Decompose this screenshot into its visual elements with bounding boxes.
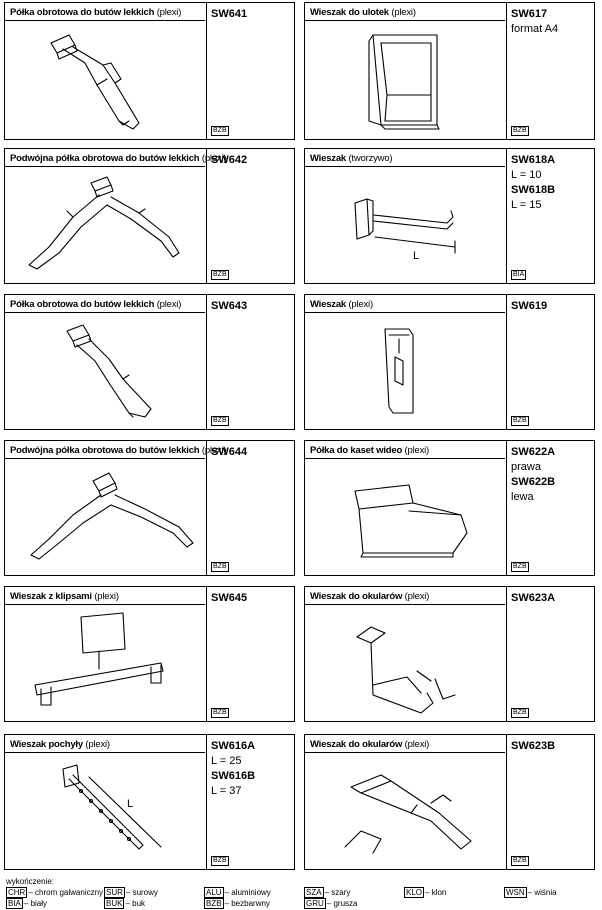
product-code: SW623A xyxy=(511,592,556,604)
finish-badge: BZB xyxy=(511,708,529,718)
shoe-shelf-illustration xyxy=(50,34,140,130)
product-card-sw619: Wieszak (plexi) SW619 BZB xyxy=(304,294,595,430)
shoe-shelf-illustration xyxy=(66,324,152,418)
clip-hanger-illustration xyxy=(34,612,164,706)
hook-illustration: L xyxy=(354,198,456,262)
legend-item-sza: SZA– szary xyxy=(304,887,351,898)
product-title: Podwójna półka obrotowa do butów lekkich… xyxy=(10,153,227,164)
product-code: SW643 xyxy=(211,300,248,312)
product-card-sw645: Wieszak z klipsami (plexi) SW645 BZB xyxy=(4,586,295,722)
finish-badge: BZB xyxy=(211,708,229,718)
video-shelf-illustration xyxy=(354,484,468,558)
product-card-sw643: Półka obrotowa do butów lekkich (plexi) … xyxy=(4,294,295,430)
product-title: Półka do kaset wideo (plexi) xyxy=(310,445,430,456)
product-title: Podwójna półka obrotowa do butów lekkich… xyxy=(10,445,227,456)
finish-badge: BIA xyxy=(511,270,527,280)
product-title: Wieszak do okularów (plexi) xyxy=(310,739,430,750)
slanted-hanger-illustration: L xyxy=(62,764,162,850)
product-code: SW619 xyxy=(511,300,548,312)
legend-item-wsn: WSN– wiśnia xyxy=(504,887,557,898)
double-shoe-shelf-illustration xyxy=(28,176,180,270)
product-code: SW641 xyxy=(211,8,248,20)
legend-item-sur: SUR– surowy xyxy=(104,887,158,898)
legend-item-bia: BIA– biały xyxy=(6,898,48,909)
product-card-sw644: Podwójna półka obrotowa do butów lekkich… xyxy=(4,440,295,576)
legend-item-bzb: BZB– bezbarwny xyxy=(204,898,270,909)
product-title: Półka obrotowa do butów lekkich (plexi) xyxy=(10,7,182,18)
finish-badge: BZB xyxy=(211,126,229,136)
product-card-sw623b: Wieszak do okularów (plexi) SW623B BZB xyxy=(304,734,595,870)
leaflet-holder-illustration xyxy=(368,34,440,130)
dimension-label: L xyxy=(127,798,133,810)
finish-badge: BZB xyxy=(511,126,529,136)
finish-badge: BZB xyxy=(211,270,229,280)
legend-item-buk: BUK– buk xyxy=(104,898,146,909)
product-title: Wieszak pochyły (plexi) xyxy=(10,739,110,750)
product-title: Półka obrotowa do butów lekkich (plexi) xyxy=(10,299,182,310)
glasses-holder-illustration xyxy=(344,774,472,854)
finish-badge: BZB xyxy=(211,416,229,426)
product-card-sw623a: Wieszak do okularów (plexi) SW623A BZB xyxy=(304,586,595,722)
legend-item-gru: GRU– grusza xyxy=(304,898,358,909)
finish-badge: BZB xyxy=(211,562,229,572)
product-code: SW623B xyxy=(511,740,556,752)
product-title: Wieszak (plexi) xyxy=(310,299,373,310)
finish-badge: BZB xyxy=(511,416,529,426)
product-code: SW644 xyxy=(211,446,248,458)
double-shoe-shelf-illustration xyxy=(30,472,194,560)
product-code: SW642 xyxy=(211,154,248,166)
product-card-sw641: Półka obrotowa do butów lekkich (plexi) … xyxy=(4,2,295,140)
legend-heading: wykończenie: xyxy=(6,877,55,886)
legend-item-klo: KLO– klon xyxy=(404,887,447,898)
legend-item-chr: CHR– chrom galwaniczny xyxy=(6,887,104,898)
finish-badge: BZB xyxy=(211,856,229,866)
hanger-illustration xyxy=(384,328,414,414)
product-code: SW645 xyxy=(211,592,248,604)
finish-badge: BZB xyxy=(511,856,529,866)
product-card-sw642: Podwójna półka obrotowa do butów lekkich… xyxy=(4,148,295,284)
product-title: Wieszak do okularów (plexi) xyxy=(310,591,430,602)
product-title: Wieszak (tworzywo) xyxy=(310,153,393,164)
product-title: Wieszak z klipsami (plexi) xyxy=(10,591,119,602)
glasses-holder-illustration xyxy=(356,626,456,714)
product-title: Wieszak do ulotek (plexi) xyxy=(310,7,416,18)
finish-badge: BZB xyxy=(511,562,529,572)
dimension-label: L xyxy=(413,250,419,262)
legend-item-alu: ALU– aluminiowy xyxy=(204,887,271,898)
